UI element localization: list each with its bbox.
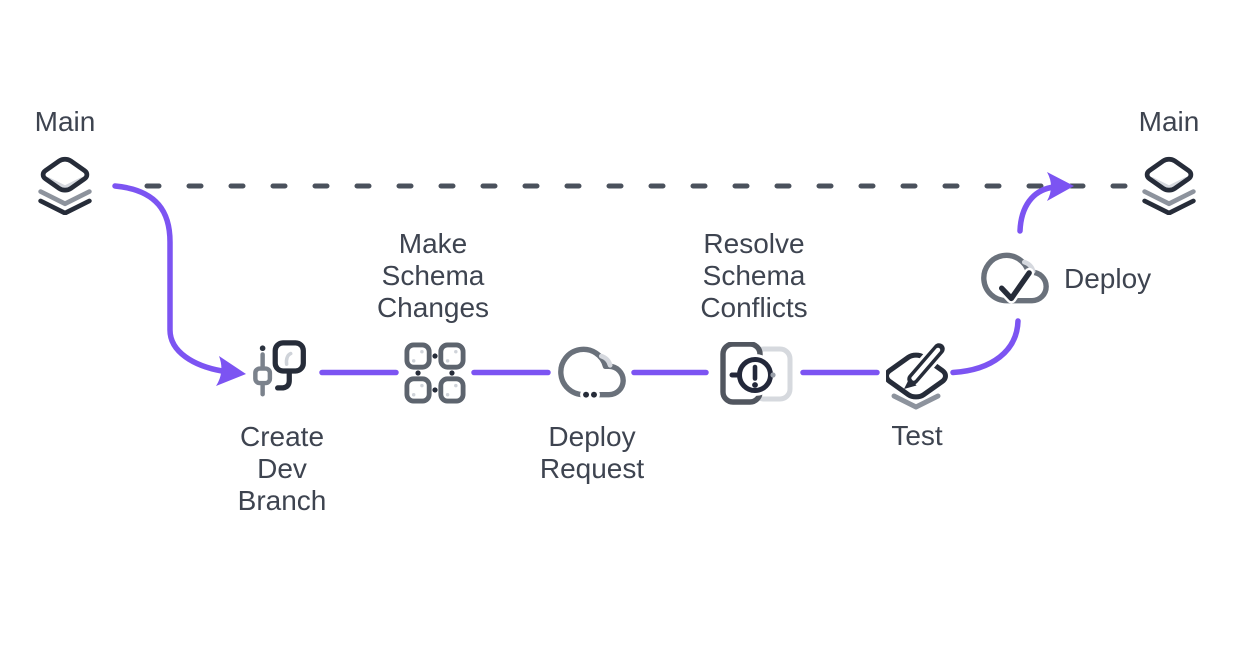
schema-conflict-icon bbox=[717, 341, 793, 406]
main-branch-label-right: Main bbox=[1138, 106, 1200, 137]
merge-curve-lower bbox=[950, 318, 1021, 376]
label-line: Dev bbox=[257, 453, 307, 484]
branch-off-curve bbox=[112, 183, 225, 374]
node-label-make-schema-changes: Make Schema Changes bbox=[377, 228, 489, 324]
label-line: Changes bbox=[376, 292, 490, 323]
test-write-icon bbox=[886, 334, 950, 412]
merge-arrowhead-icon bbox=[1047, 172, 1074, 201]
label-line: Create bbox=[239, 421, 325, 452]
label-line: Schema bbox=[702, 260, 806, 291]
label-line: Request bbox=[539, 453, 645, 484]
label-line: Make bbox=[398, 228, 468, 259]
merge-curve-upper bbox=[1017, 184, 1054, 234]
label-line: Branch bbox=[237, 485, 327, 516]
node-label-resolve-schema-conflicts: Resolve Schema Conflicts bbox=[700, 228, 807, 324]
node-label-test: Test bbox=[891, 420, 942, 452]
label-line: Conflicts bbox=[700, 292, 808, 323]
label-line: Test bbox=[891, 420, 943, 451]
main-branch-label-left: Main bbox=[34, 106, 96, 137]
node-label-deploy-request: Deploy Request bbox=[540, 421, 644, 485]
label-line: Resolve bbox=[703, 228, 805, 259]
layers-icon bbox=[35, 155, 95, 215]
branch-arrowhead-icon bbox=[216, 356, 246, 386]
node-label-deploy: Deploy bbox=[1064, 263, 1152, 294]
node-label-create-dev-branch: Create Dev Branch bbox=[238, 421, 327, 517]
schema-grid-icon bbox=[404, 342, 466, 404]
layers-icon bbox=[1139, 155, 1199, 215]
label-line: Deploy bbox=[548, 421, 636, 452]
cloud-upload-icon bbox=[558, 338, 626, 406]
label-line: Schema bbox=[381, 260, 485, 291]
git-branch-icon bbox=[251, 339, 313, 401]
cloud-check-icon bbox=[981, 244, 1049, 312]
